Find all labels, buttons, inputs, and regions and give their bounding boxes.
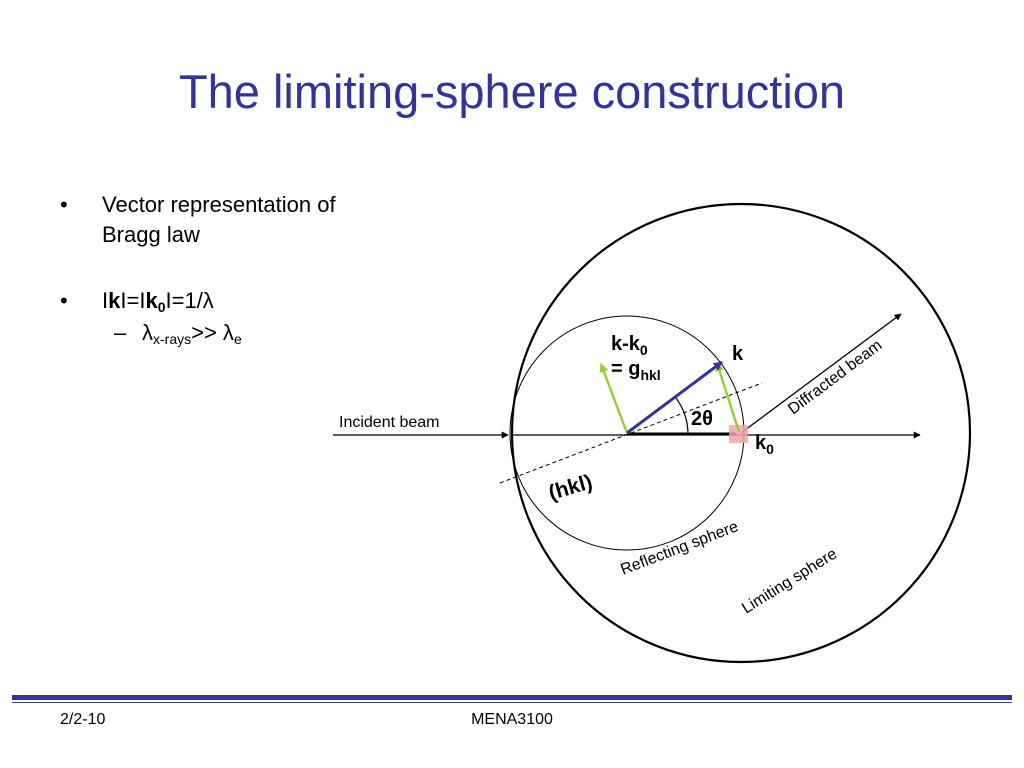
incident-beam-label: Incident beam	[339, 414, 440, 431]
footer-course: MENA3100	[471, 711, 553, 728]
k0-label: k0	[755, 432, 774, 457]
hkl-label: (hkl)	[546, 470, 595, 504]
lambda-xrays-sub: x-rays	[153, 331, 192, 347]
bullet-list: • Vector representation of Bragg law • I…	[60, 190, 400, 348]
bullet-vector-representation: • Vector representation of Bragg law	[60, 190, 400, 250]
bullet-text-a: I	[102, 288, 109, 313]
gk-green-vector-left	[599, 363, 629, 434]
bullet-marker: •	[60, 288, 68, 313]
gk-green-vector-right	[715, 362, 741, 433]
reflecting-sphere-label: Reflecting sphere	[618, 518, 740, 579]
footer-rule-thin	[12, 702, 1012, 703]
bullet-text-b: I=I	[120, 288, 146, 313]
g-sub: hkl	[640, 367, 660, 383]
bullet-k0-sub: 0	[157, 299, 166, 315]
g-main: = g	[611, 358, 640, 380]
k-label: k	[732, 343, 744, 365]
footer-date: 2/2-10	[60, 711, 106, 728]
lambda-xrays: λ	[142, 320, 153, 345]
k-minus-k0-label: k-k0	[611, 333, 648, 358]
k0-label-main: k	[755, 432, 767, 454]
bullet-text-c: I=1/λ	[165, 288, 214, 313]
sub-bullet-wavelength: – λx-rays>> λe	[60, 318, 400, 348]
bullet-k: k	[108, 288, 121, 313]
sub-mid-text: >> λ	[191, 320, 234, 345]
diffracted-beam-arrow	[740, 313, 902, 434]
bullet-k-magnitude: • IkI=Ik0I=1/λ	[60, 286, 400, 316]
bullet-marker: •	[60, 192, 68, 217]
slide-title: The limiting-sphere construction	[178, 65, 846, 118]
diffracted-beam-label: Diffracted beam	[785, 337, 885, 418]
kk0-main: k-k	[611, 333, 641, 355]
bullet-k0: k	[145, 288, 158, 313]
dash-marker: –	[114, 320, 127, 345]
k-vector	[626, 360, 723, 435]
lambda-e-sub: e	[233, 331, 242, 347]
two-theta-arc	[675, 397, 689, 435]
bullet-text: Vector representation of Bragg law	[102, 192, 336, 247]
k0-label-sub: 0	[766, 441, 774, 457]
footer-rule-thick	[12, 695, 1012, 700]
limiting-sphere	[510, 202, 972, 664]
origin-marker	[729, 425, 748, 443]
limiting-sphere-label: Limiting sphere	[739, 545, 840, 617]
two-theta-label: 2θ	[691, 408, 713, 430]
kk0-sub: 0	[640, 342, 648, 358]
g-hkl-label: = ghkl	[611, 358, 661, 383]
